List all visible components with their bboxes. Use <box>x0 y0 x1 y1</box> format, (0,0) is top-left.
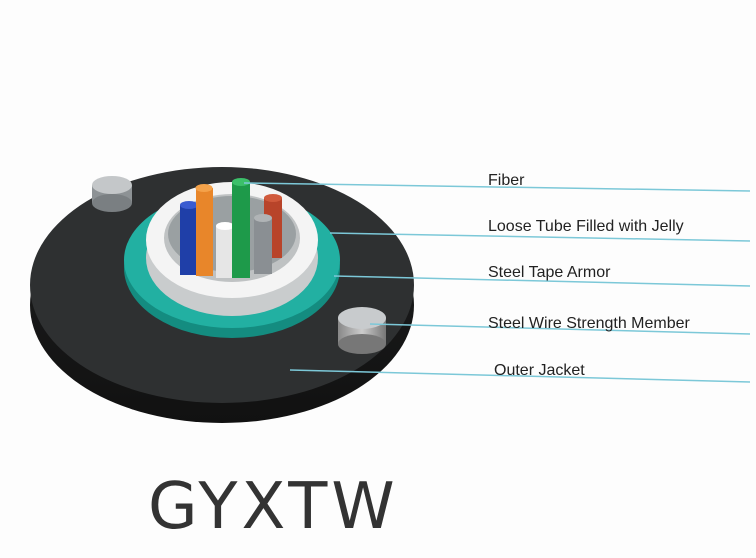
steel-wire-strength-member-right <box>338 307 386 354</box>
label-fiber: Fiber <box>488 172 525 189</box>
label-outer-jacket: Outer Jacket <box>494 362 585 379</box>
fiber-green <box>232 182 250 278</box>
fiber-white <box>216 226 234 278</box>
fiber-grey <box>254 218 272 274</box>
fiber-blue <box>180 205 198 275</box>
fibers <box>180 178 282 278</box>
leader-lines <box>243 182 751 383</box>
fiber-orange <box>196 188 213 276</box>
steel-wire-strength-member-left <box>92 176 132 212</box>
label-loose-tube: Loose Tube Filled with Jelly <box>488 218 684 235</box>
label-steel-wire-strength-member: Steel Wire Strength Member <box>488 315 690 332</box>
label-steel-tape-armor: Steel Tape Armor <box>488 264 611 281</box>
cable-model-title: GYXTW <box>148 470 399 544</box>
